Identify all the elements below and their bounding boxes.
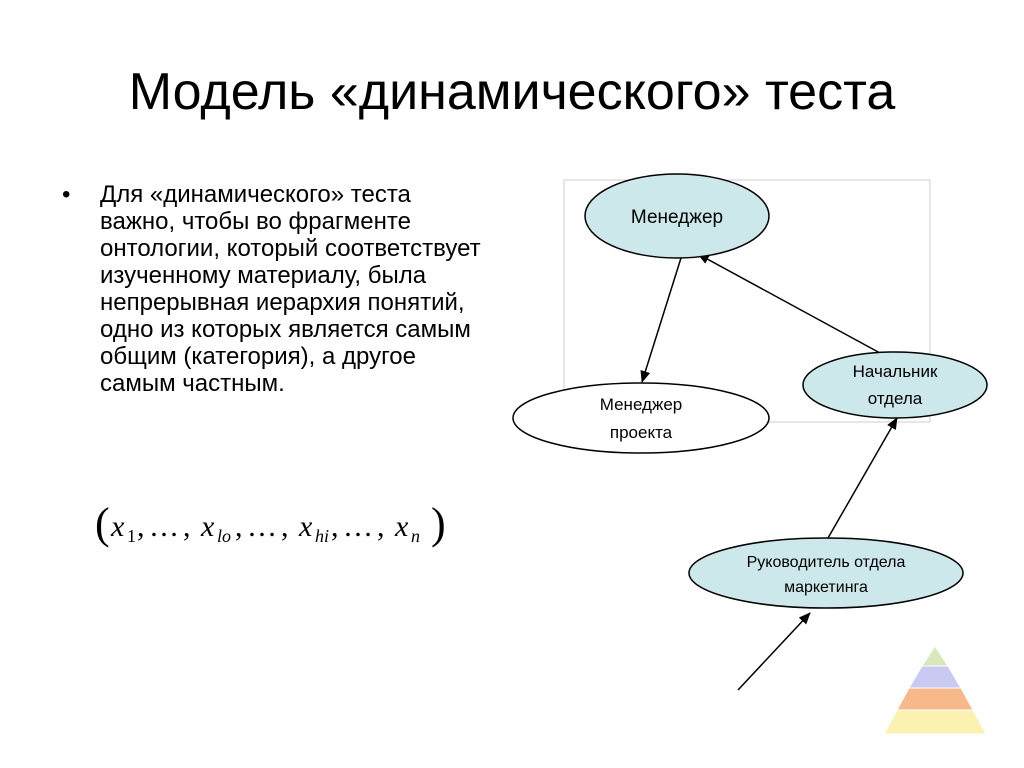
formula-ellipsis-3: …	[343, 510, 373, 543]
formula-sub-hi: hi	[315, 526, 329, 546]
formula-comma-6: ,	[377, 510, 385, 543]
formula-svg: ( x 1 , … , x lo , … , x hi , … , x n )	[95, 499, 446, 548]
arrow-head-to-manager	[697, 253, 881, 354]
formula-term-n: x	[394, 510, 409, 543]
node-project-manager-label-2: проекта	[610, 423, 673, 442]
arrow-marketing-to-head	[827, 417, 898, 539]
pyramid-logo	[883, 645, 987, 735]
formula-close-paren: )	[431, 499, 446, 548]
formula-comma-4: ,	[281, 510, 289, 543]
formula-term-1: x	[110, 510, 125, 543]
formula-sub-n: n	[411, 526, 420, 546]
formula-sub-lo: lo	[217, 526, 231, 546]
node-head-label-1: Начальник	[853, 362, 938, 381]
pyramid-layer-2	[908, 665, 962, 689]
bullet-marker: •	[62, 181, 71, 208]
slide-title: Модель «динамического» теста	[128, 63, 896, 121]
node-head-shape	[802, 351, 988, 419]
node-marketing-head: Руководитель отдела маркетинга	[688, 537, 964, 609]
formula-comma-1: ,	[137, 510, 145, 543]
pyramid-layer-4	[883, 709, 987, 735]
arrow-manager-to-project-manager	[640, 257, 682, 383]
pyramid-layer-1	[921, 645, 949, 667]
node-project-manager: Менеджер проекта	[512, 382, 770, 454]
formula-sub-1: 1	[127, 526, 136, 546]
node-manager-label: Менеджер	[631, 207, 723, 228]
formula-term-hi: x	[298, 510, 313, 543]
formula-open-paren: (	[95, 499, 110, 548]
bullet-text: Для «динамического» теста важно, чтобы в…	[100, 181, 481, 397]
formula-comma-5: ,	[331, 510, 339, 543]
node-marketing-head-label-2: маркетинга	[784, 579, 868, 596]
node-head-label-2: отдела	[868, 389, 923, 408]
node-project-manager-shape	[512, 382, 770, 454]
node-manager: Менеджер	[584, 173, 770, 259]
formula-comma-2: ,	[183, 510, 191, 543]
arrow-into-marketing	[737, 612, 811, 691]
node-marketing-head-label-1: Руководитель отдела	[747, 554, 906, 571]
node-marketing-head-shape	[688, 537, 964, 609]
formula-ellipsis-2: …	[247, 510, 277, 543]
pyramid-layer-3	[896, 687, 974, 711]
node-head: Начальник отдела	[802, 351, 988, 419]
formula-comma-3: ,	[235, 510, 243, 543]
formula: ( x 1 , … , x lo , … , x hi , … , x n )	[95, 498, 475, 563]
node-manager-shape	[584, 173, 770, 259]
formula-ellipsis-1: …	[149, 510, 179, 543]
formula-term-lo: x	[200, 510, 215, 543]
node-project-manager-label-1: Менеджер	[600, 395, 682, 414]
